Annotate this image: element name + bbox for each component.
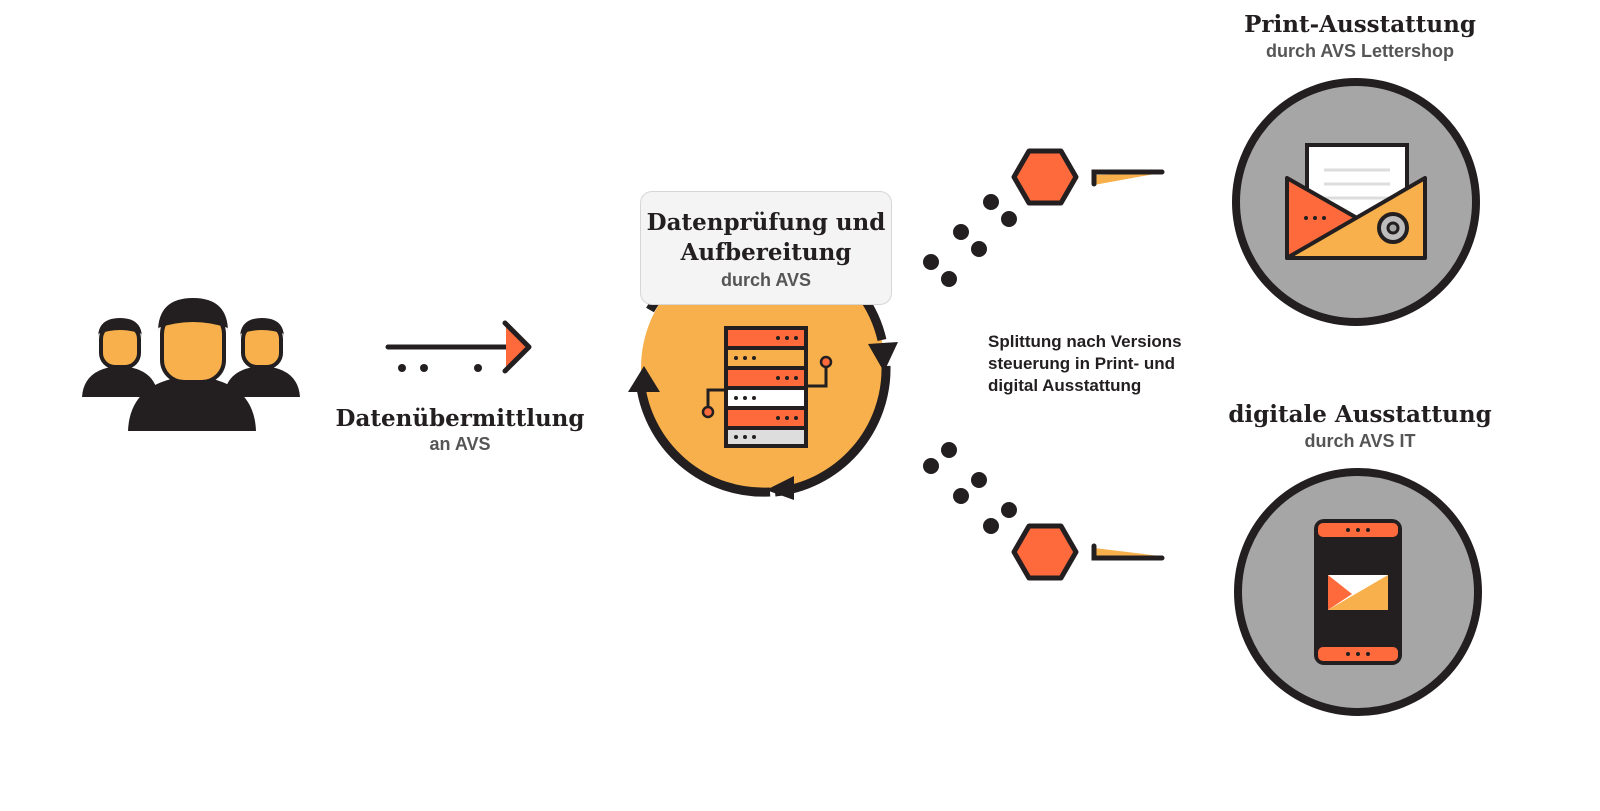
digital-label: digitale Ausstattung durch AVS IT [1220, 400, 1500, 452]
splitting-line2: steuerung in Print- und [988, 354, 1175, 373]
print-label: Print-Ausstattung durch AVS Lettershop [1220, 10, 1500, 62]
hexagon-icon [1011, 523, 1079, 581]
processing-subtitle: durch AVS [720, 270, 811, 290]
print-title: Print-Ausstattung [1244, 11, 1476, 38]
splitting-label: Splittung nach Versions steuerung in Pri… [988, 331, 1238, 397]
connector-upper [1091, 169, 1165, 187]
connector-lower [1091, 543, 1165, 561]
transfer-label: Datenübermittlung an AVS [330, 405, 590, 455]
splitting-line3: digital Ausstattung [988, 376, 1142, 395]
print-subtitle: durch AVS Lettershop [1265, 41, 1454, 61]
smartphone-mail-icon [1234, 468, 1482, 716]
hexagon-icon [1011, 148, 1079, 206]
processing-title-line2: Aufbereitung [680, 239, 852, 266]
digital-subtitle: durch AVS IT [1304, 431, 1416, 451]
arrow-right-icon [385, 320, 532, 374]
users-icon [82, 298, 300, 431]
processing-box: Datenprüfung und Aufbereitung durch AVS [640, 191, 892, 305]
transfer-subtitle: an AVS [429, 434, 491, 454]
transfer-title: Datenübermittlung [335, 405, 585, 432]
branch-lower-dots [923, 442, 1017, 534]
branch-upper-dots [923, 194, 1017, 287]
processing-title-line1: Datenprüfung und [646, 209, 886, 236]
server-icon [701, 326, 833, 448]
splitting-line1: Splittung nach Versions [988, 332, 1182, 351]
digital-title: digitale Ausstattung [1228, 401, 1492, 428]
envelope-letter-icon [1232, 78, 1480, 326]
